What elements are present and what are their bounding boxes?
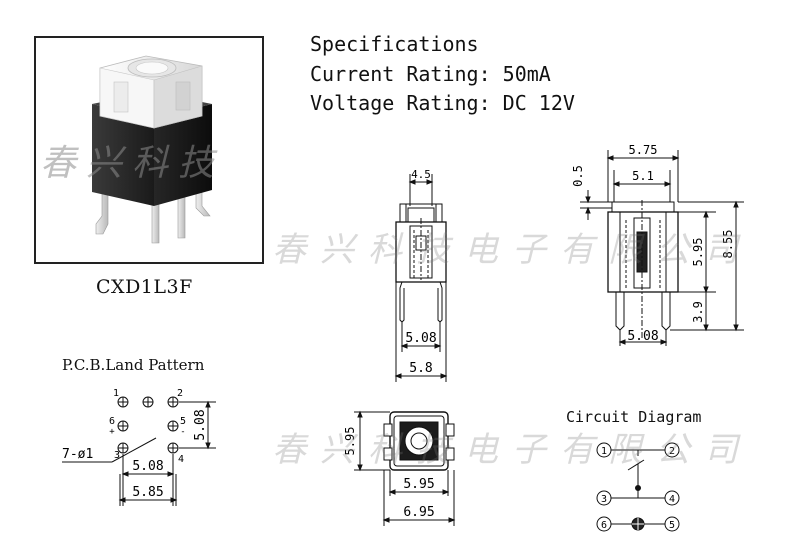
pcb-plus-sign: + — [109, 427, 115, 437]
top-dim-width: 5.95 — [403, 477, 434, 492]
pcb-dim-overall: 5.85 — [132, 485, 163, 500]
pcb-pin-4: 4 — [178, 454, 184, 465]
circuit-node-6: 6 — [601, 520, 607, 531]
specs-heading: Specifications — [310, 32, 479, 56]
circuit-node-5: 5 — [669, 520, 675, 531]
pcb-pin-6: 6 — [109, 416, 115, 427]
front-view-drawing: 4.5 5.08 5.8 — [394, 168, 448, 382]
circuit-node-1: 1 — [601, 446, 607, 457]
pcb-pin-1: 1 — [113, 388, 119, 399]
pcb-hole-callout: 7-ø1 — [62, 447, 93, 462]
side-dim-width-outer: 5.75 — [629, 143, 658, 157]
circuit-node-4: 4 — [669, 494, 675, 505]
top-dim-height: 5.95 — [343, 427, 357, 456]
top-view-drawing: 5.95 5.95 6.95 — [343, 410, 456, 526]
product-photo-frame — [34, 36, 264, 264]
photo-watermark: 春兴科技 — [40, 143, 225, 184]
pcb-pin-5: 5 — [180, 416, 186, 427]
circuit-node-2: 2 — [669, 446, 675, 457]
front-dim-body: 5.8 — [409, 361, 432, 376]
side-dim-cap: 0.5 — [571, 165, 585, 187]
voltage-rating: Voltage Rating: DC 12V — [310, 91, 575, 115]
front-dim-pins: 5.08 — [405, 331, 436, 346]
pcb-pin-2: 2 — [177, 388, 183, 399]
side-dim-total-height: 8.55 — [721, 230, 735, 259]
side-dim-pins: 5.08 — [627, 329, 658, 344]
pcb-dim-pitch: 5.08 — [132, 459, 163, 474]
circuit-title: Circuit Diagram — [566, 408, 702, 426]
front-dim-top: 4.5 — [411, 168, 431, 181]
circuit-diagram: 1 2 3 4 6 5 — [596, 442, 680, 532]
side-dim-width-inner: 5.1 — [632, 169, 654, 183]
side-dim-body-height: 5.95 — [691, 238, 705, 267]
pcb-minus-sign: - — [180, 427, 185, 437]
top-dim-overall: 6.95 — [403, 505, 434, 520]
diagram-watermark-top: 春兴科技电子有限公司 — [272, 230, 752, 270]
pcb-dim-side: 5.08 — [193, 409, 208, 440]
side-view-drawing: 5.75 5.1 0.5 5.95 8.55 3.9 5.08 — [571, 143, 744, 346]
pcb-pin-3: 3 — [114, 450, 120, 461]
pcb-land-pattern: 1 2 3 4 5 6 + - 5.08 5.85 5.08 7-ø1 — [62, 388, 216, 506]
model-number: CXD1L3F — [96, 276, 193, 298]
side-dim-pin-length: 3.9 — [691, 301, 705, 323]
current-rating: Current Rating: 50mA — [310, 62, 551, 86]
pcb-title: P.C.B.Land Pattern — [62, 356, 205, 374]
diagram-watermark-bottom: 春兴科技电子有限公司 — [272, 430, 752, 470]
circuit-node-3: 3 — [601, 494, 607, 505]
product-photo — [92, 55, 212, 244]
